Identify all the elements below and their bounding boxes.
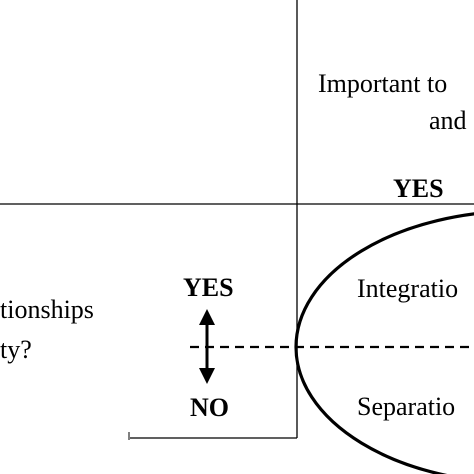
double-arrow-icon — [199, 309, 215, 384]
axis-no-label: NO — [190, 393, 229, 422]
column-yes-label: YES — [393, 174, 444, 203]
column-header-line1: Important to — [318, 69, 448, 98]
column-header-line2: and — [429, 106, 467, 135]
axis-yes-label: YES — [183, 273, 234, 302]
quadrant-integration-label: Integratio — [357, 274, 459, 303]
row-label-line1: tionships — [0, 295, 94, 324]
row-label-line2: ty? — [0, 335, 32, 364]
quadrant-separation-label: Separatio — [357, 392, 456, 421]
quadrant-ellipse — [294, 212, 474, 474]
